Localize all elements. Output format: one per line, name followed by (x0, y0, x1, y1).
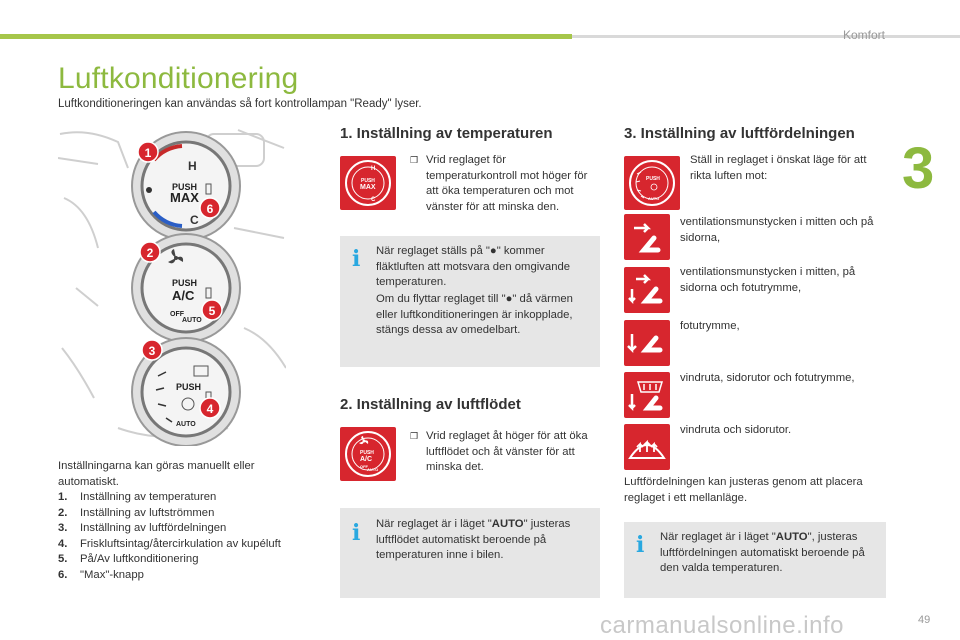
callout-2: 2 (139, 241, 161, 263)
svg-text:MAX: MAX (360, 184, 376, 191)
svg-text:4: 4 (207, 402, 214, 416)
knob2-off-label: OFF (170, 311, 185, 318)
section3-heading: 3. Inställning av luftfördelningen (624, 125, 855, 142)
svg-text:1: 1 (145, 146, 152, 160)
section2-instruction: Vrid reglaget åt höger för att öka luftf… (426, 430, 588, 473)
settings-list: 1.Inställning av temperaturen 2.Inställn… (58, 490, 308, 583)
info-icon: i (352, 246, 361, 272)
section3-intro: Ställ in reglaget i önskat läge för att … (690, 154, 867, 182)
section2-heading: 2. Inställning av luftflödet (340, 396, 521, 413)
list-item: 1.Inställning av temperaturen (58, 491, 217, 503)
list-item: 2.Inställning av luftströmmen (58, 506, 215, 519)
fan-icon (168, 249, 184, 264)
svg-text:PUSH: PUSH (360, 450, 374, 456)
list-item: 3.Inställning av luftfördelningen (58, 522, 227, 534)
callout-4: 4 (199, 397, 221, 419)
header-rule (572, 35, 960, 38)
svg-text:AUTO: AUTO (367, 467, 378, 472)
svg-text:AUTO: AUTO (648, 196, 659, 201)
info-icon: i (352, 520, 361, 546)
face-vent-icon (624, 214, 670, 260)
settings-intro: Inställningarna kan göras manuellt eller… (58, 460, 255, 488)
knob3-auto-label: AUTO (176, 421, 196, 428)
info-icon: i (636, 532, 645, 558)
mode-label-3: fotutrymme, (680, 320, 740, 332)
knob1-max-label: MAX (170, 190, 199, 205)
page-subtitle: Luftkonditioneringen kan användas så for… (58, 98, 422, 110)
svg-text:PUSH: PUSH (646, 176, 660, 182)
watermark: carmanualsonline.info (600, 612, 844, 639)
feet-vent-icon (624, 320, 670, 366)
windshield-feet-icon (624, 372, 670, 418)
callout-5: 5 (201, 299, 223, 321)
knob1-push-label: PUSH (172, 182, 197, 192)
callout-3: 3 (141, 339, 163, 361)
knob1-h-label: H (188, 159, 197, 173)
svg-text:6: 6 (207, 202, 214, 216)
section3-info-text: När reglaget är i läget "AUTO", justeras… (660, 531, 865, 574)
defrost-icon (624, 424, 670, 470)
page-title: Luftkonditionering (58, 62, 299, 95)
knob2-ac-label: A/C (172, 288, 195, 303)
svg-text:A/C: A/C (360, 456, 372, 463)
section3-note: Luftfördelningen kan justeras genom att … (624, 476, 863, 504)
callout-6: 6 (199, 197, 221, 219)
section1-info-box: i När reglaget ställs på "●" kommer fläk… (340, 236, 600, 367)
page-number: 49 (918, 614, 931, 626)
svg-text:C: C (371, 197, 376, 203)
section3-info-box: i När reglaget är i läget "AUTO", juster… (624, 522, 886, 598)
mode-label-4: vindruta, sidorutor och fotutrymme, (680, 372, 855, 384)
svg-text:5: 5 (209, 304, 216, 318)
temperature-knob-icon: H C PUSH MAX (340, 156, 396, 210)
section2-info-box: i När reglaget är i läget "AUTO" justera… (340, 508, 600, 598)
svg-text:PUSH: PUSH (361, 178, 375, 184)
section1-instruction: Vrid reglaget för temperaturkontroll mot… (426, 154, 588, 213)
list-item: 5.På/Av luftkonditionering (58, 553, 199, 565)
section2-info-text: När reglaget är i läget "AUTO" justeras … (376, 518, 571, 561)
mode-label-2: ventilationsmunstycken i mitten, på sido… (680, 266, 856, 294)
face-feet-vent-icon (624, 267, 670, 313)
section1-info-p1: När reglaget ställs på "●" kommer fläktl… (376, 245, 571, 288)
list-item: 4.Friskluftsintag/återcirkulation av kup… (58, 537, 281, 550)
distribution-knob-icon: PUSH AUTO (624, 156, 680, 210)
mode-label-5: vindruta och sidorutor. (680, 424, 792, 436)
airflow-knob-icon: PUSH A/C OFF AUTO (340, 427, 396, 481)
knob2-auto-label: AUTO (182, 317, 202, 324)
callout-1: 1 (137, 141, 159, 163)
bullet-marker-icon: ❒ (410, 431, 419, 441)
svg-text:2: 2 (147, 246, 154, 260)
knob1-c-label: C (190, 213, 199, 227)
header-accent-bar (0, 34, 572, 39)
section-label: Komfort (842, 28, 885, 42)
bullet-marker-icon: ❒ (410, 155, 419, 165)
chapter-number: 3 (902, 136, 935, 201)
control-panel-illustration: H C PUSH MAX PUSH A/C OFF AUTO PUSH AUTO (58, 129, 286, 446)
knob2-push-label: PUSH (172, 278, 197, 288)
section1-heading: 1. Inställning av temperaturen (340, 125, 553, 142)
knob3-push-label: PUSH (176, 382, 201, 392)
mode-label-1: ventilationsmunstycken i mitten och på s… (680, 216, 874, 244)
svg-text:H: H (371, 166, 375, 172)
svg-text:3: 3 (149, 344, 156, 358)
section1-info-p2: Om du flyttar reglaget till "●" då värme… (376, 293, 573, 336)
svg-text:OFF: OFF (360, 464, 369, 469)
list-item: 6."Max"-knapp (58, 568, 144, 581)
